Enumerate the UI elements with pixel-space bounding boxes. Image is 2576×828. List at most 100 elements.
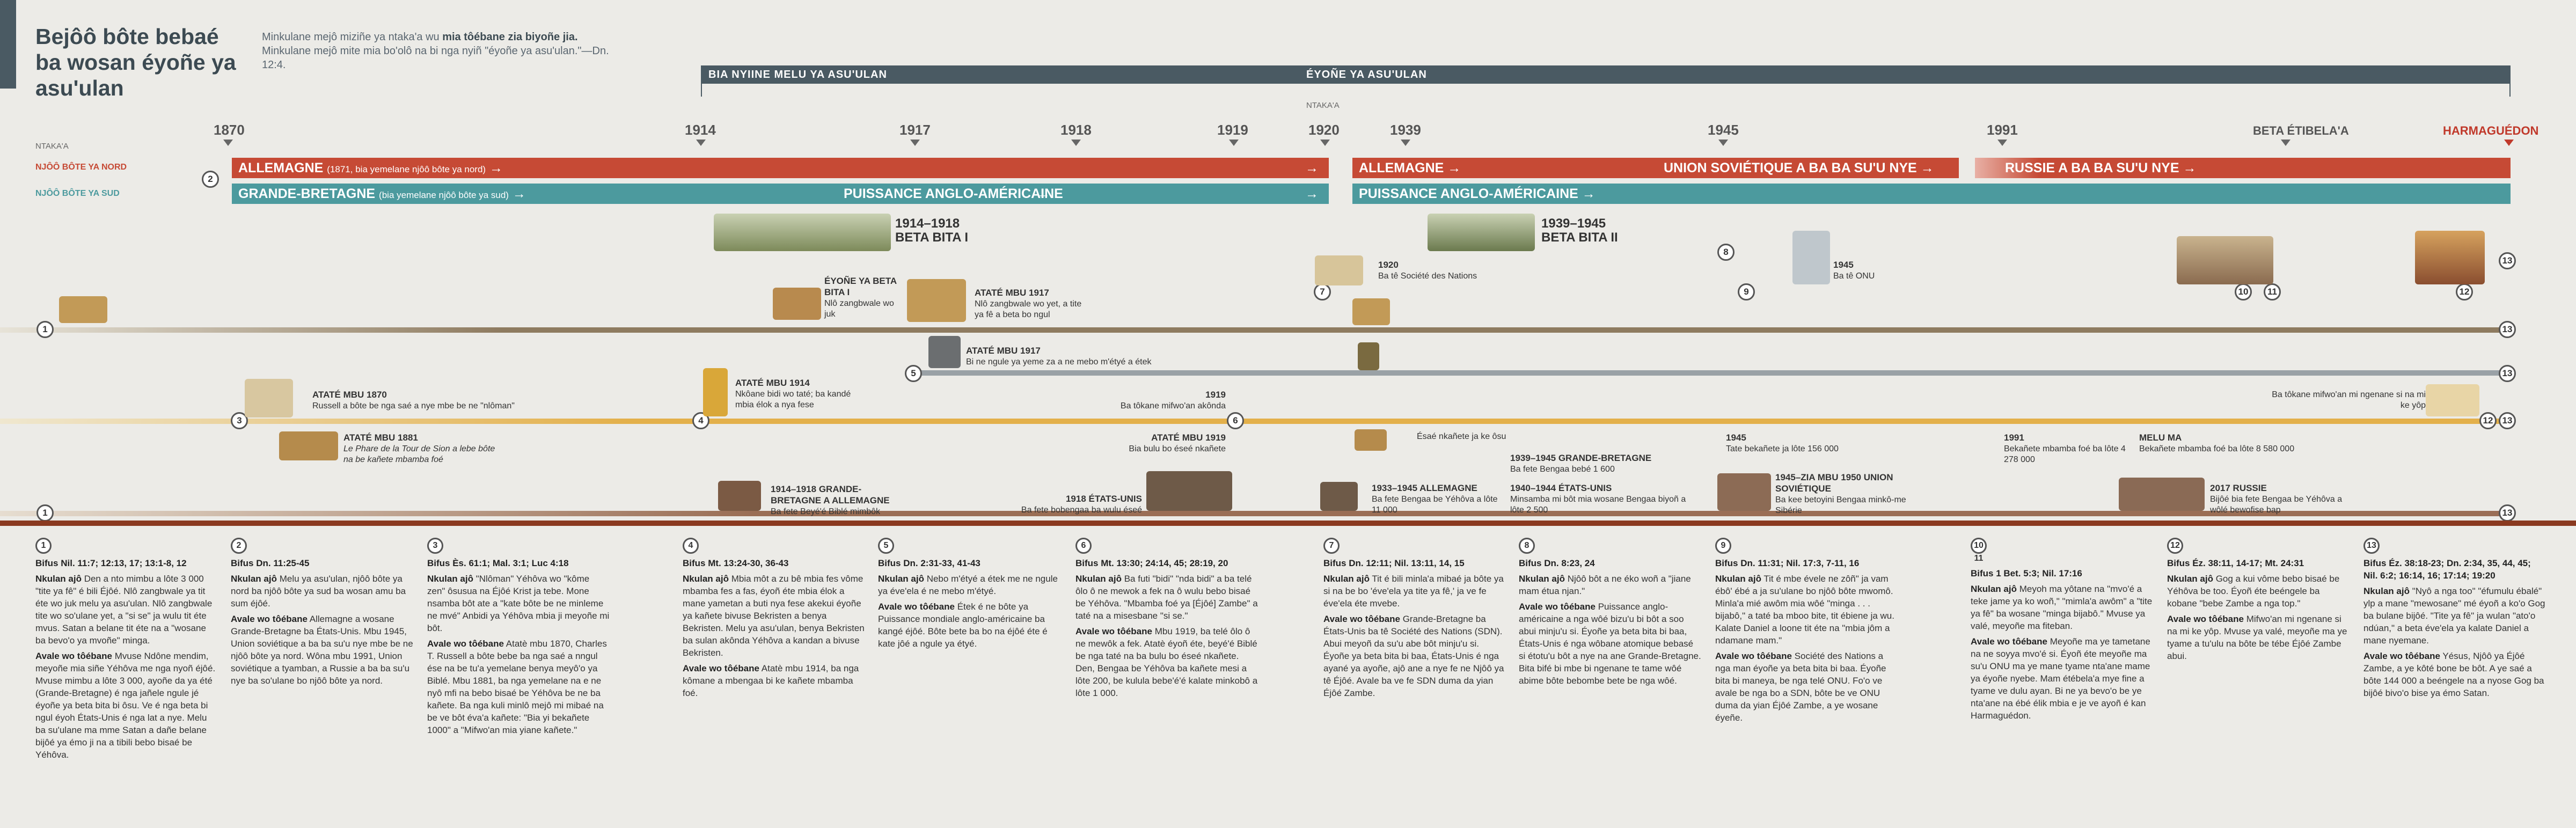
reference-meaning: Nkulan ajô Gog a kui vôme bebo bisaé be … [2167,573,2350,610]
reference-fulfillment-title: Avale wo tôébane [1519,602,1596,612]
period-tick [2509,84,2511,97]
event-1919a-year: 1919 [1205,390,1226,400]
beast-illustration [1352,298,1390,325]
reference-number: 4 [683,538,865,554]
south-band-title: GRANDE-BRETAGNE [238,186,376,201]
south-band-gb: GRANDE-BRETAGNE (bia yemelane njôô bôte … [232,184,1329,204]
year-marker [1229,140,1239,146]
rail-bottom [0,511,2512,516]
event-1917b-title: ATATÉ MBU 1917 [966,346,1041,356]
reference-head-text: Bifus Mt. 13:30; 24:14, 45; 28:19, 20 [1075,558,1228,568]
reference-head-text: Bifus Éz. 38:18-23; Dn. 2:34, 35, 44, 45… [2363,558,2531,581]
reference-fulfillment: Avale wo tôébane Atatè mbu 1870, Charles… [427,638,610,736]
iron-feet-illustration [928,336,961,368]
reference-area [0,526,2576,828]
marker-12b: 12 [2479,412,2497,429]
reference-head-text: Bifus Mt. 13:24-30, 36-43 [683,558,789,568]
event-1920-year: 1920 [1378,260,1399,270]
marker-10: 10 [2235,283,2252,301]
year-1918: 1918 [1060,122,1092,138]
event-eyone-text: Nlô zangbwale wo juk [824,299,894,319]
reference-number: 9 [1715,538,1898,554]
reference-number-badge: 6 [1075,538,1092,554]
prisoners-illustration [1320,482,1358,511]
ntaka-label: NTAKA'A [1306,101,1340,110]
event-1881-title: ATATÉ MBU 1881 [343,433,418,443]
un-building [1792,231,1830,284]
reference-number: 7 [1323,538,1506,554]
reference-fulfillment: Avale wo tôébane Atatè mbu 1914, ba nga … [683,662,865,699]
marker-1b: 1 [36,504,54,522]
event-1917a-text: Nlô zangbwale wo yet, a tite ya fê a bet… [975,299,1082,319]
reference-number-badge: 12 [2167,538,2183,554]
event-1945-year: 1945 [1833,260,1854,270]
publication-illustration [1355,429,1387,451]
event-ru-2017-text: Bijôé bia fete Bengaa be Yéhôva a wôlé b… [2210,495,2343,515]
year-1870: 1870 [214,122,245,138]
event-1919a-text: Ba tôkane mifwo'an akônda [1120,401,1226,411]
north-band-4-label: RUSSIE A BA BA SU'U NYE [2005,160,2179,175]
year-marker [1401,140,1410,146]
reference-fulfillment-title: Avale wo tôébane [683,663,759,673]
event-1945-text: Ba tê ONU [1833,272,1875,281]
reference-fulfillment-text: Meyoñe ma ye tametane na ne soyya mvo'é … [1971,636,2150,721]
iron-feet-illustration [1358,342,1379,370]
reference-fulfillment: Avale wo tôébane Allemagne a wosane Gran… [231,613,413,687]
year-1914: 1914 [685,122,716,138]
north-band-allemagne-2: ALLEMAGNE → [1352,158,1642,178]
marker-7: 7 [1314,283,1331,301]
reference-fulfillment: Avale wo tôébane Grande-Bretagne ba État… [1323,613,1506,699]
marker-13b: 13 [2499,321,2516,338]
year-1919: 1919 [1217,122,1248,138]
reference-number-badge: 7 [1323,538,1340,554]
marker-13d: 13 [2499,412,2516,429]
event-gb-1939-title: 1939–1945 GRANDE-BRETAGNE [1510,453,1652,463]
reference-number: 10 11 [1971,538,2153,564]
event-gb-1939-text: Ba fete Bengaa bebé 1 600 [1510,465,1615,474]
reference-number-badge: 8 [1519,538,1535,554]
year-beta-etibela: BETA ÉTIBELA'A [2253,124,2349,137]
reference-fulfillment-text: Mbu 1919, ba telé ôlo ô ne mewôk a fek. … [1075,626,1258,698]
north-band-title: ALLEMAGNE [238,160,324,175]
reference-number: 5 [878,538,1060,554]
reference-fulfillment: Avale wo tôébane Meyoñe ma ye tametane n… [1971,635,2153,722]
reference-number-badge: 9 [1715,538,1731,554]
marker-5: 5 [905,365,922,382]
reference-number-badge: 5 [878,538,894,554]
reference-number: 6 [1075,538,1258,554]
reference-meaning-title: Nkulan ajô [1519,574,1565,584]
wheat-illustration [703,368,728,416]
reference-head: Bifus Nil. 11:7; 12:13, 17; 13:1-8, 12 [35,557,218,569]
event-gb-1914-text: Ba fete Beyé'é Biblé mimbôk [771,507,881,516]
year-1920: 1920 [1308,122,1340,138]
year-1917: 1917 [899,122,931,138]
reference-fulfillment: Avale wo tôébane Mbu 1919, ba telé ôlo ô… [1075,625,1258,699]
reference-head: Bifus Dn. 8:23, 24 [1519,557,1701,569]
event-1917b-text: Bi ne ngule ya yeme za a ne mebo m'étyé … [966,357,1152,367]
reference-meaning-title: Nkulan ajô [1715,574,1761,584]
reference-meaning-title: Nkulan ajô [1971,584,2017,594]
reference-meaning-text: "Nyô a nga too" "éfumulu ébalé" ylp a ma… [2363,586,2545,646]
year-marker [696,140,706,146]
year-1945: 1945 [1708,122,1739,138]
event-1945b-title: 1945 [1726,433,1746,443]
event-us-1940-title: 1940–1944 ÉTATS-UNIS [1510,483,1612,493]
rail-gold [0,419,2512,424]
reference-fulfillment: Avale wo tôébane Puissance anglo-américa… [1519,600,1701,687]
prisoners-illustration [718,481,761,511]
event-1870-title: ATATÉ MBU 1870 [312,390,387,400]
reference-meaning-title: Nkulan ajô [878,574,924,584]
reference-meaning: Nkulan ajô Nebo m'étyé a étek me ne ngul… [878,573,1060,597]
reference-head: Bifus Éz. 38:11, 14-17; Mt. 24:31 [2167,557,2350,569]
reference-fulfillment-title: Avale wo tôébane [1971,636,2047,647]
scripture-quote: Minkulane mejô miziñe ya ntaka'a wu mia … [262,30,611,72]
